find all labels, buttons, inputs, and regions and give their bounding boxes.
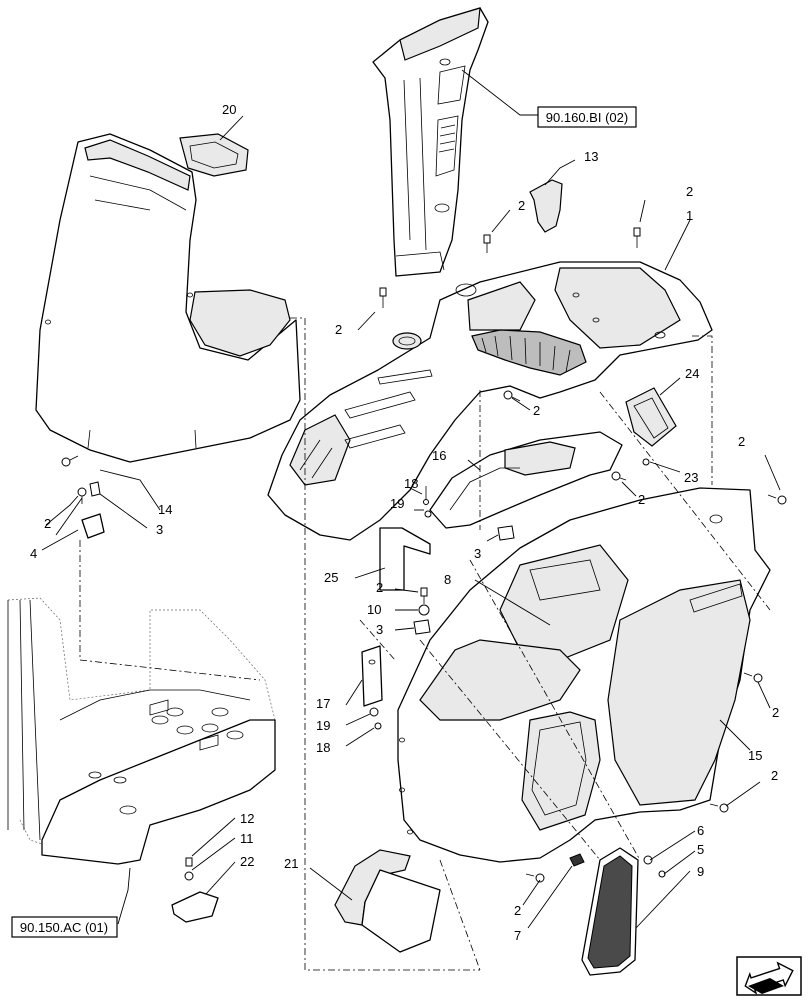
callout-4: 4 — [30, 546, 37, 561]
callout-18: 18 — [316, 740, 330, 755]
callout-2: 2 — [44, 516, 51, 531]
arrow-left-icon[interactable] — [736, 956, 802, 997]
callout-11: 11 — [240, 831, 254, 846]
callout-2: 2 — [772, 705, 779, 720]
cover-plate-22 — [171, 891, 219, 923]
side-console — [397, 487, 771, 863]
callout-22: 22 — [240, 854, 254, 869]
callout-17: 17 — [316, 696, 330, 711]
console-panel — [429, 431, 623, 529]
callout-15: 15 — [748, 748, 762, 763]
cab-floor — [7, 597, 276, 865]
callout-2: 2 — [738, 434, 745, 449]
callout-3: 3 — [156, 522, 163, 537]
left-pillar-cover — [35, 133, 301, 463]
callout-19: 19 — [316, 718, 330, 733]
callout-5: 5 — [697, 842, 704, 857]
bracket-17 — [361, 645, 383, 707]
reference-label-bottom[interactable]: 90.150.AC (01) — [20, 920, 108, 935]
callout-8: 8 — [444, 572, 451, 587]
callout-19: 19 — [390, 496, 404, 511]
cap-7 — [569, 853, 585, 867]
callout-3: 3 — [376, 622, 383, 637]
callout-9: 9 — [697, 864, 704, 879]
callout-2: 2 — [335, 322, 342, 337]
clip-3-left — [89, 481, 101, 497]
reference-link-bottom[interactable]: 90.150.AC (01) — [11, 916, 118, 938]
leader-lines — [41, 69, 781, 929]
callout-23: 23 — [684, 470, 698, 485]
bracket-24 — [625, 387, 677, 447]
vent-bezel — [179, 133, 249, 177]
callout-7: 7 — [514, 928, 521, 943]
callout-13: 13 — [584, 149, 598, 164]
callout-24: 24 — [685, 366, 699, 381]
reference-label-top[interactable]: 90.160.BI (02) — [546, 110, 628, 125]
callout-14: 14 — [158, 502, 172, 517]
callout-21: 21 — [284, 856, 298, 871]
bracket-25 — [379, 527, 431, 591]
callout-12: 12 — [240, 811, 254, 826]
grommet-21 — [334, 849, 441, 953]
callout-18: 18 — [404, 476, 418, 491]
callout-16: 16 — [432, 448, 446, 463]
callouts: 1 2 2 2 2 2 2 2 2 2 2 2 3 3 3 4 5 6 7 8 … — [30, 102, 779, 943]
callout-2: 2 — [533, 403, 540, 418]
upper-dash-panel — [267, 261, 713, 541]
callout-1: 1 — [686, 208, 693, 223]
bracket-4 — [81, 513, 105, 539]
grip-cover — [529, 179, 563, 233]
clip-3-center — [413, 525, 515, 635]
reference-link-top[interactable]: 90.160.BI (02) — [537, 106, 637, 128]
callout-3: 3 — [474, 546, 481, 561]
callout-2: 2 — [771, 768, 778, 783]
callout-10: 10 — [367, 602, 381, 617]
callout-2: 2 — [514, 903, 521, 918]
callout-2: 2 — [686, 184, 693, 199]
mesh-grille-9 — [581, 847, 639, 976]
callout-20: 20 — [222, 102, 236, 117]
callout-2: 2 — [638, 492, 645, 507]
assembly-lines — [79, 317, 771, 971]
steering-column-cover — [372, 7, 489, 277]
callout-2: 2 — [518, 198, 525, 213]
screws — [61, 227, 787, 883]
callout-6: 6 — [697, 823, 704, 838]
callout-25: 25 — [324, 570, 338, 585]
callout-2: 2 — [376, 580, 383, 595]
